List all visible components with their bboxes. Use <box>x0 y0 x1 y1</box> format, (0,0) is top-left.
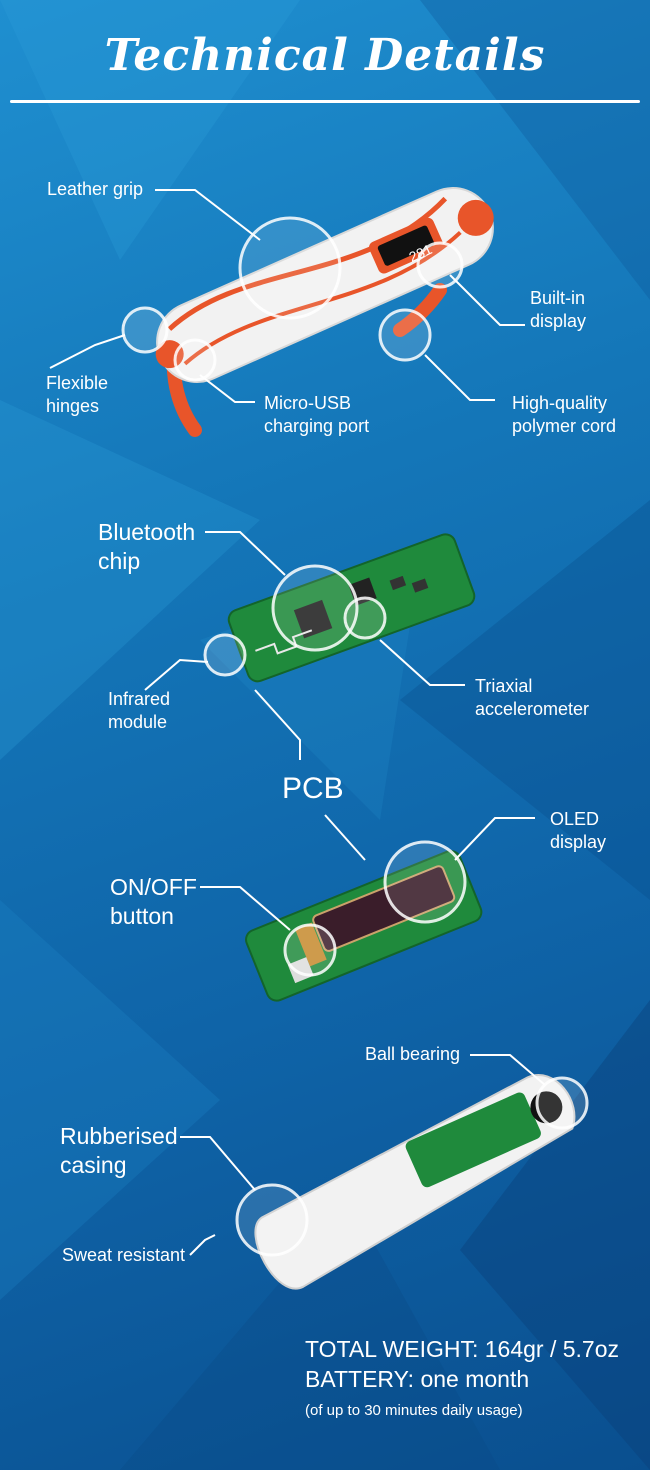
label-leather-grip: Leather grip <box>47 179 144 199</box>
label-sweat-resistant: Sweat resistant <box>62 1245 186 1265</box>
spec-battery: BATTERY: one month <box>305 1366 530 1392</box>
spec-total-weight: TOTAL WEIGHT: 164gr / 5.7oz <box>305 1336 620 1362</box>
label-ball-bearing: Ball bearing <box>365 1044 461 1064</box>
label-pcb: PCB <box>282 772 344 805</box>
spec-usage-note: (of up to 30 minutes daily usage) <box>305 1402 523 1419</box>
title-underline <box>10 100 640 103</box>
page-title: Technical Details <box>104 30 546 81</box>
